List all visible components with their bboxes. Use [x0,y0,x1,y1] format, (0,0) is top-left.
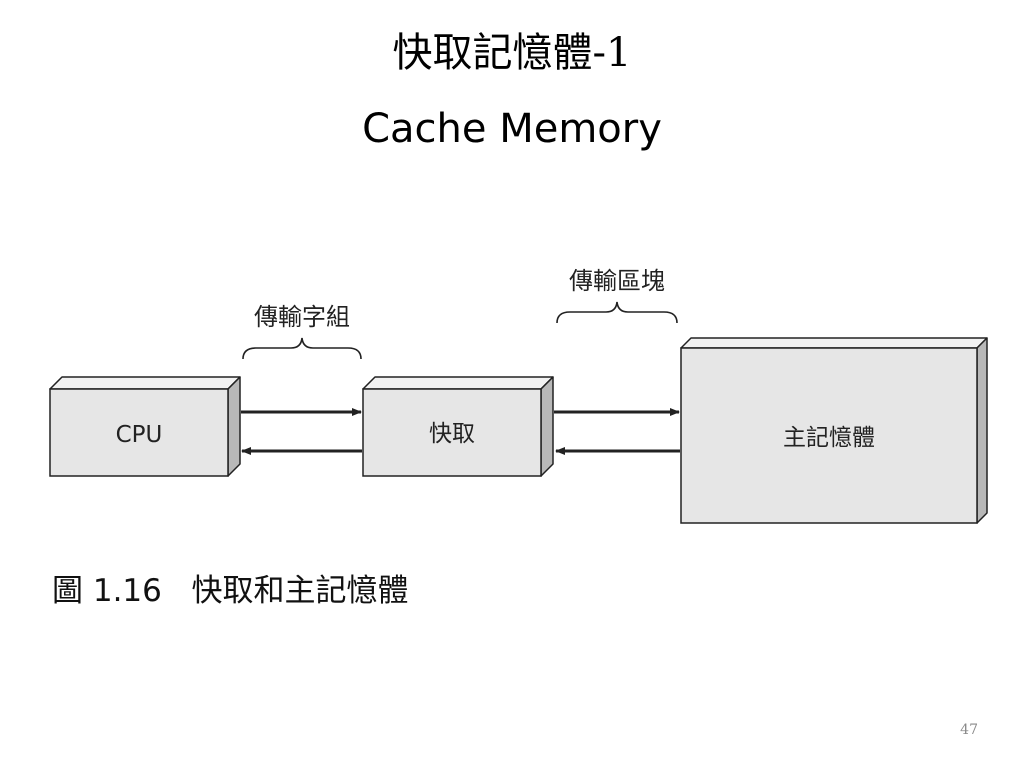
block-transfer-brace [556,301,678,324]
main-memory-box-front [680,347,978,524]
cpu-box-front [49,388,229,477]
figure-caption: 圖 1.16 快取和主記憶體 [52,573,409,609]
cache-box: 快取 [362,376,554,477]
cache-box-side [540,376,554,477]
cache-label: 快取 [429,421,475,447]
word-transfer-label: 傳輸字組 [254,303,350,331]
cache-box-top [362,376,554,390]
main-memory-box-side [976,337,988,524]
word-transfer-brace [242,337,362,360]
cache-box-front [362,388,542,477]
page-number: 47 [960,722,978,738]
cpu-label: CPU [116,422,163,448]
block-transfer-label: 傳輸區塊 [569,267,665,295]
cpu-box: CPU [49,376,241,477]
cpu-box-top [49,376,241,390]
main-memory-label: 主記憶體 [783,425,875,451]
main-memory-box: 主記憶體 [680,337,988,524]
main-memory-box-top [680,337,988,349]
cpu-box-side [227,376,241,477]
slide-title-chinese: 快取記憶體-1 [392,30,632,76]
slide-title-english: Cache Memory [362,106,662,152]
